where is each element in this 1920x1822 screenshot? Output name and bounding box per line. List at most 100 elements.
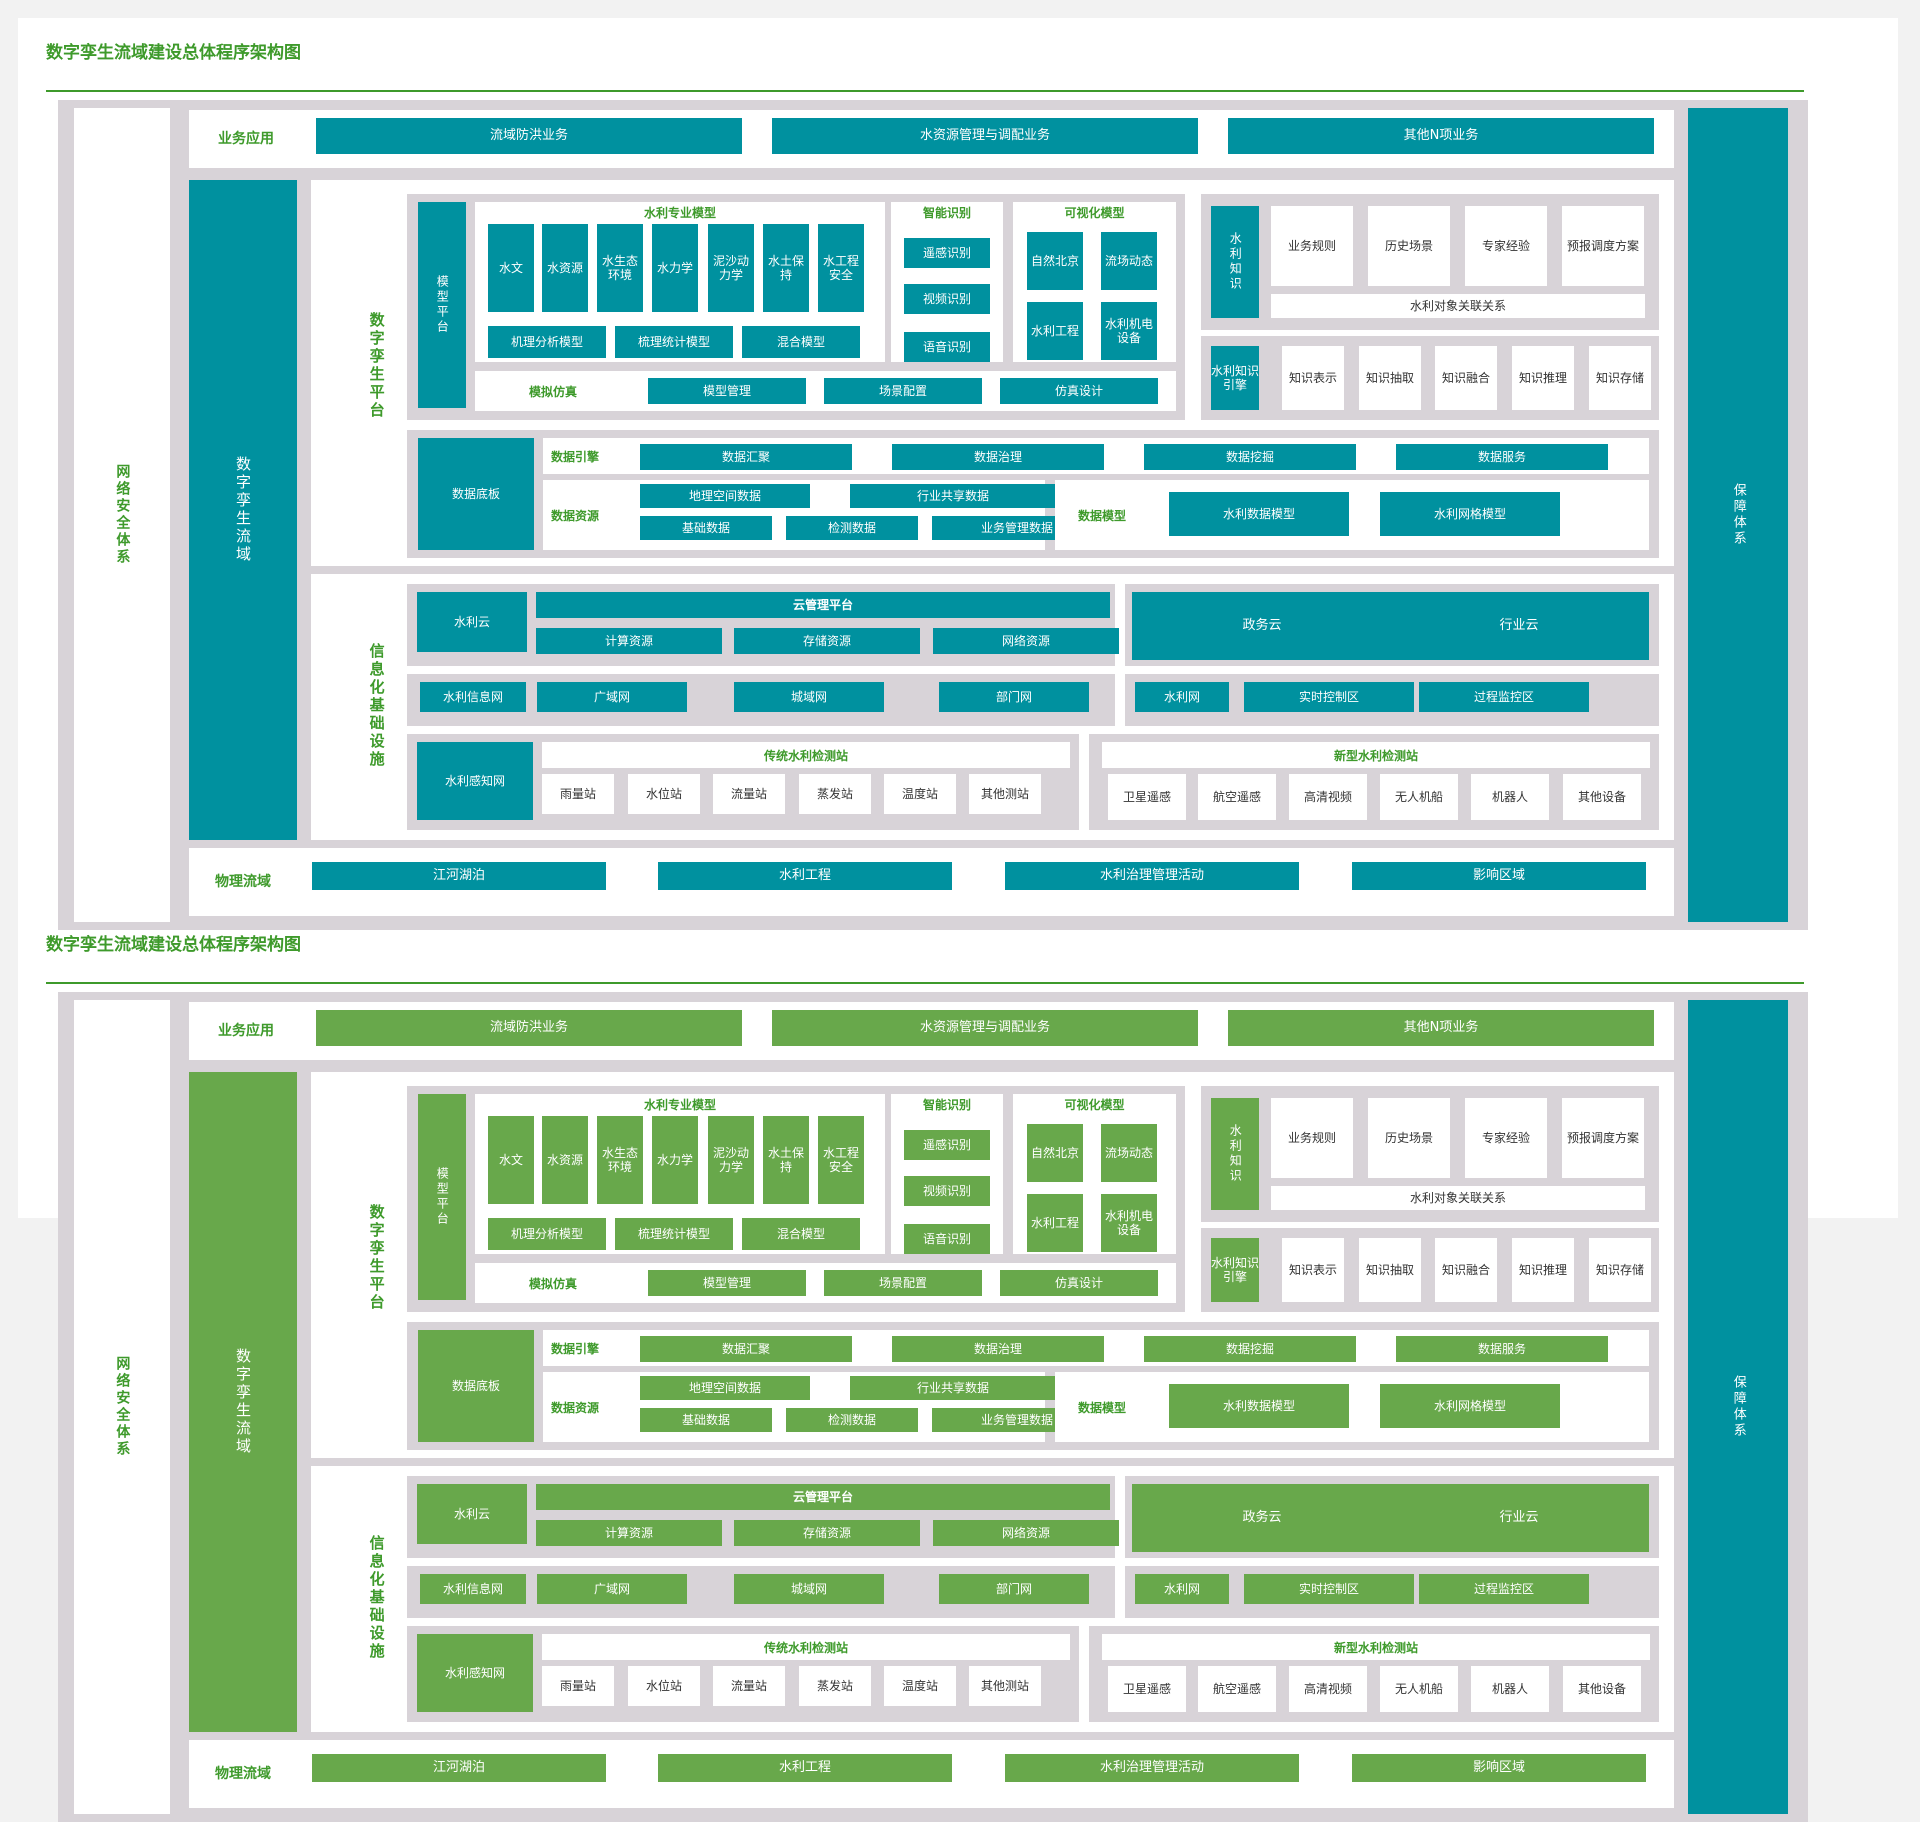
data-engine-item: 数据服务: [1396, 1336, 1608, 1362]
visual-item: 流场动态: [1101, 232, 1157, 290]
knowledge-engine-label: 水利知识引擎: [1211, 1238, 1259, 1302]
trad-item: 温度站: [884, 774, 956, 814]
smart-item: 视频识别: [904, 1176, 990, 1206]
professional-item: 泥沙动力学: [708, 224, 754, 312]
diagram-title: 数字孪生流域建设总体程序架构图: [46, 935, 301, 955]
physical-item: 影响区域: [1352, 1754, 1646, 1782]
knowledge-label: 水利知识: [1211, 206, 1259, 318]
model-platform-label: 模型平台: [418, 1094, 466, 1300]
physical-item: 影响区域: [1352, 862, 1646, 890]
data-base-label: 数据底板: [418, 1330, 534, 1442]
cloud-item: 网络资源: [933, 1520, 1119, 1546]
physical-item: 水利工程: [658, 1754, 952, 1782]
cloud-item: 存储资源: [734, 1520, 920, 1546]
simulation-label: 模拟仿真: [528, 1276, 577, 1291]
business-item: 流域防洪业务: [316, 1010, 742, 1046]
other-cloud-item: 行业云: [1389, 592, 1649, 660]
simulation-item: 模型管理: [648, 378, 806, 404]
new-item: 机器人: [1471, 774, 1549, 820]
knowledge-relation: 水利对象关联关系: [1271, 1186, 1645, 1210]
page-canvas: 数字孪生流域建设总体程序架构图网络安全体系保障体系业务应用流域防洪业务水资源管理…: [18, 18, 1898, 1822]
data-engine-item: 数据挖掘: [1144, 444, 1356, 470]
physical-item: 江河湖泊: [312, 862, 606, 890]
visual-item: 水利机电设备: [1101, 1194, 1157, 1252]
visual-item: 自然北京: [1027, 232, 1083, 290]
infra-label: 信息化基础设施: [367, 643, 386, 769]
data-engine-item: 数据治理: [892, 1336, 1104, 1362]
visual-title: 可视化模型: [1064, 205, 1125, 220]
network-security-column: 网络安全体系: [74, 108, 170, 922]
digital-twin-basin-column: 数字孪生流域: [189, 180, 297, 840]
platform-label: 数字孪生平台: [367, 1204, 386, 1312]
trad-item: 温度站: [884, 1666, 956, 1706]
business-label: 业务应用: [218, 1022, 274, 1039]
business-label: 业务应用: [218, 130, 274, 147]
business-item: 其他N项业务: [1228, 1010, 1654, 1046]
data-resource-item: 检测数据: [786, 516, 918, 540]
new-title: 新型水利检测站: [1333, 748, 1418, 763]
data-model-item: 水利网格模型: [1380, 492, 1560, 536]
digital-twin-basin-column: 数字孪生流域: [189, 1072, 297, 1732]
trad-title-bar: [542, 742, 1070, 768]
visual-item: 流场动态: [1101, 1124, 1157, 1182]
engine-item: 知识抽取: [1359, 1238, 1421, 1302]
knowledge-item: 预报调度方案: [1562, 1098, 1644, 1178]
simulation-label: 模拟仿真: [528, 384, 577, 399]
physical-label: 物理流域: [215, 1765, 271, 1782]
professional-item: 水力学: [652, 224, 698, 312]
smart-item: 语音识别: [904, 332, 990, 362]
professional-item: 水资源: [542, 224, 588, 312]
trad-item: 蒸发站: [799, 774, 871, 814]
data-resource-item: 检测数据: [786, 1408, 918, 1432]
other-cloud-item: 政务云: [1132, 592, 1392, 660]
knowledge-item: 专家经验: [1465, 206, 1547, 286]
professional-item: 水土保持: [763, 1116, 809, 1204]
professional-item: 水力学: [652, 1116, 698, 1204]
simulation-item: 仿真设计: [1000, 378, 1158, 404]
engine-group: [1201, 336, 1659, 420]
data-model-item: 水利数据模型: [1169, 1384, 1349, 1428]
trad-item: 流量站: [713, 774, 785, 814]
professional-title: 水利专业模型: [643, 205, 716, 220]
platform-label: 数字孪生平台: [367, 312, 386, 420]
net-item: 广域网: [537, 682, 687, 712]
professional-sub-item: 机理分析模型: [488, 326, 606, 358]
professional-item: 水生态环境: [597, 224, 643, 312]
new-item: 卫星遥感: [1108, 1666, 1186, 1712]
visual-item: 水利工程: [1027, 1194, 1083, 1252]
visual-item: 水利机电设备: [1101, 302, 1157, 360]
new-title: 新型水利检测站: [1333, 1640, 1418, 1655]
sense-name: 水利感知网: [417, 1634, 533, 1712]
cloud-platform: 云管理平台: [536, 1484, 1110, 1510]
smart-title: 智能识别: [922, 1097, 971, 1112]
engine-item: 知识融合: [1435, 346, 1497, 410]
new-item: 机器人: [1471, 1666, 1549, 1712]
trad-item: 流量站: [713, 1666, 785, 1706]
professional-item: 水生态环境: [597, 1116, 643, 1204]
professional-item: 水土保持: [763, 224, 809, 312]
knowledge-engine-label: 水利知识引擎: [1211, 346, 1259, 410]
engine-item: 知识存储: [1589, 346, 1651, 410]
new-item: 卫星遥感: [1108, 774, 1186, 820]
net-right-item: 水利网: [1135, 1574, 1229, 1604]
data-resource-item: 地理空间数据: [640, 1376, 810, 1400]
data-engine-item: 数据汇聚: [640, 444, 852, 470]
data-engine-label: 数据引擎: [550, 1341, 599, 1356]
data-engine-item: 数据汇聚: [640, 1336, 852, 1362]
data-resource-item: 基础数据: [640, 516, 772, 540]
smart-item: 语音识别: [904, 1224, 990, 1254]
trad-item: 其他测站: [969, 774, 1041, 814]
physical-label: 物理流域: [215, 873, 271, 890]
new-item: 高清视频: [1289, 1666, 1367, 1712]
smart-item: 遥感识别: [904, 238, 990, 268]
data-resource-item: 行业共享数据: [850, 484, 1056, 508]
infra-label: 信息化基础设施: [367, 1535, 386, 1661]
visual-item: 自然北京: [1027, 1124, 1083, 1182]
professional-sub-item: 机理分析模型: [488, 1218, 606, 1250]
trad-title: 传统水利检测站: [763, 748, 848, 763]
physical-item: 水利治理管理活动: [1005, 1754, 1299, 1782]
knowledge-item: 预报调度方案: [1562, 206, 1644, 286]
other-cloud-item: 政务云: [1132, 1484, 1392, 1552]
cloud-item: 计算资源: [536, 1520, 722, 1546]
trad-item: 水位站: [628, 774, 700, 814]
